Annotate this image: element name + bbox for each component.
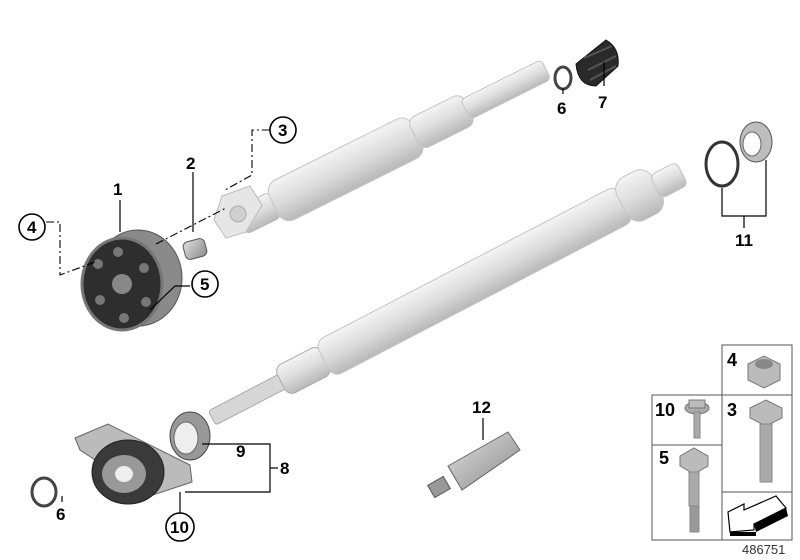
rubber-boot: [575, 39, 619, 87]
direction-arrow-icon: [727, 495, 788, 536]
flange-bolt-icon: [684, 399, 710, 439]
center-bearing: [74, 423, 193, 505]
callout-6-upper: 6: [557, 99, 566, 118]
nut-11: [739, 121, 773, 163]
callout-5: 5: [200, 275, 209, 294]
callout-4-circle: [18, 213, 46, 241]
callout-2: 2: [186, 154, 195, 173]
stepped-bolt-icon: [679, 447, 709, 533]
inset-label-5: 5: [659, 448, 669, 468]
hex-bolt-icon: [749, 399, 783, 483]
callout-7: 7: [598, 93, 607, 112]
inset-label-4: 4: [727, 350, 737, 370]
callout-1: 1: [113, 180, 122, 199]
callout-5-circle: [191, 270, 219, 298]
callout-10: 10: [170, 518, 189, 537]
hex-nut-icon: [747, 355, 781, 389]
ring-upper: [553, 65, 573, 91]
bush: [182, 238, 208, 260]
ring-11: [704, 140, 740, 188]
callout-3-circle: [269, 116, 297, 144]
grease-tube: [427, 431, 521, 499]
upper-drive-shaft: [235, 60, 550, 233]
callout-11: 11: [735, 231, 753, 250]
callout-3: 3: [278, 121, 287, 140]
ring-lower: [30, 476, 58, 508]
leader-lines: [46, 62, 767, 514]
inset-label-10: 10: [655, 400, 675, 420]
flex-disc: [80, 229, 183, 332]
callout-4: 4: [27, 218, 37, 237]
callout-8: 8: [280, 459, 289, 478]
hardware-inset: [651, 344, 793, 541]
inset-label-3: 3: [727, 400, 737, 420]
callout-9: 9: [236, 442, 245, 461]
reference-number: 486751: [742, 542, 785, 557]
callout-6-lower: 6: [56, 505, 65, 524]
callout-12: 12: [472, 398, 491, 417]
lower-drive-shaft: [208, 163, 687, 425]
callout-10-circle: [165, 512, 195, 542]
flange: [213, 185, 263, 239]
bearing-ring-9: [169, 411, 211, 461]
